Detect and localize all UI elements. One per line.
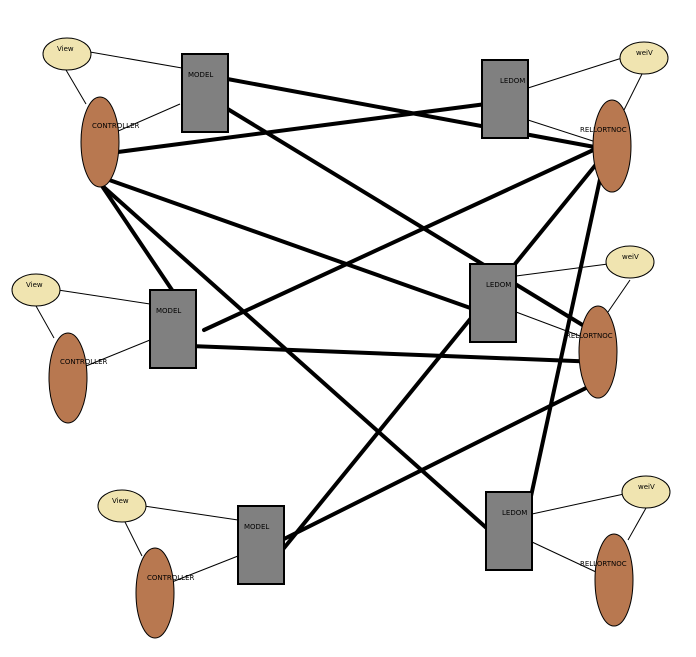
model-node	[181, 53, 229, 133]
view-node	[11, 273, 61, 307]
controller-node	[594, 533, 634, 627]
model-label: MODEL	[244, 523, 269, 531]
view-label: weiV	[636, 49, 653, 57]
controller-node	[135, 547, 175, 639]
model-label: LEDOM	[500, 77, 525, 85]
model-node	[149, 289, 197, 369]
controller-label: CONTROLLER	[60, 358, 108, 366]
controller-label: CONTROLLER	[92, 122, 140, 130]
controller-label: RELLORTNOC	[580, 126, 627, 134]
model-node	[469, 263, 517, 343]
model-label: MODEL	[156, 307, 181, 315]
mvc-group-3: View MODEL CONTROLLER	[97, 489, 285, 639]
view-label: weiV	[622, 253, 639, 261]
view-label: View	[57, 45, 74, 53]
view-node	[621, 475, 671, 509]
model-label: MODEL	[188, 71, 213, 79]
model-label: LEDOM	[486, 281, 511, 289]
controller-node	[578, 305, 618, 399]
view-label: weiV	[638, 483, 655, 491]
controller-node	[592, 99, 632, 193]
thick-connectors	[96, 76, 604, 582]
view-node	[619, 41, 669, 75]
view-label: View	[26, 281, 43, 289]
mvc-group-4: weiV LEDOM RELLORTNOC	[481, 41, 669, 193]
mvc-group-1: View MODEL CONTROLLER	[42, 37, 229, 188]
controller-label: RELLORTNOC	[566, 332, 613, 340]
controller-label: CONTROLLER	[147, 574, 195, 582]
view-label: View	[112, 497, 129, 505]
mvc-group-6: weiV LEDOM RELLORTNOC	[485, 475, 671, 627]
view-node	[97, 489, 147, 523]
mvc-group-5: weiV LEDOM RELLORTNOC	[469, 245, 655, 399]
view-node	[605, 245, 655, 279]
mvc-group-2: View MODEL CONTROLLER	[11, 273, 197, 424]
controller-node	[48, 332, 88, 424]
view-node	[42, 37, 92, 71]
thin-connectors	[35, 51, 647, 583]
model-node	[485, 491, 533, 571]
model-node	[237, 505, 285, 585]
controller-label: RELLORTNOC	[580, 560, 627, 568]
model-label: LEDOM	[502, 509, 527, 517]
model-node	[481, 59, 529, 139]
controller-node	[80, 96, 120, 188]
